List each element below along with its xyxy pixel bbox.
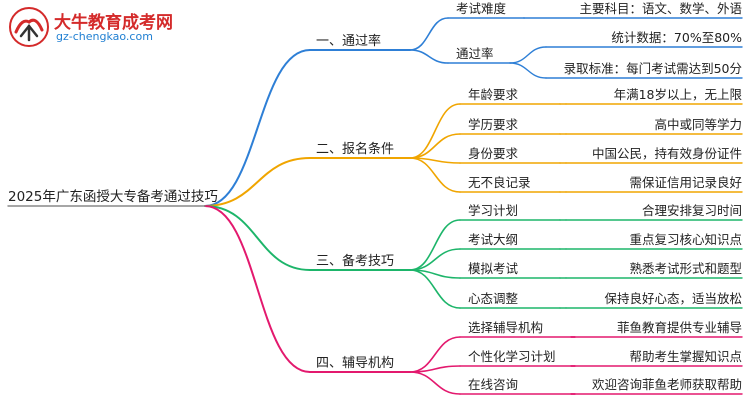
child-label: 身份要求: [468, 146, 519, 161]
child-label: 心态调整: [468, 291, 519, 306]
leaf-label: 保持良好心态，适当放松: [604, 291, 742, 306]
branch-connector: [204, 205, 311, 373]
child-connector: [409, 157, 461, 193]
leaf-label: 高中或同等学力: [654, 117, 742, 132]
child-connector: [409, 17, 449, 51]
child-label: 年龄要求: [468, 87, 519, 102]
child-connector: [409, 365, 461, 373]
leaf-label: 需保证信用记录良好: [629, 175, 742, 190]
child-label: 无不良记录: [468, 175, 531, 190]
leaf-label: 帮助考生掌握知识点: [629, 349, 742, 364]
leaf-connector: [509, 46, 547, 64]
child-label: 个性化学习计划: [468, 349, 556, 364]
leaf-label: 年满18岁以上，无上限: [614, 87, 743, 102]
leaf-label: 重点复习核心知识点: [629, 232, 742, 247]
branch-connector: [204, 205, 311, 271]
branch-label: 四、辅导机构: [316, 356, 394, 371]
leaf-label: 中国公民，持有效身份证件: [592, 146, 742, 161]
leaf-label: 合理安排复习时间: [642, 203, 742, 218]
leaf-label: 录取标准：每门考试需达到50分: [564, 61, 742, 76]
child-label: 模拟考试: [468, 261, 519, 276]
child-connector: [409, 269, 461, 309]
brand-title: 大牛教育成考网: [54, 13, 173, 33]
leaf-label: 统计数据：70%至80%: [611, 30, 742, 45]
leaf-label: 熟悉考试形式和题型: [629, 261, 742, 276]
root-topic: 2025年广东函授大专备考通过技巧: [8, 188, 218, 205]
leaf-label: 主要科目：语文、数学、外语: [579, 1, 742, 16]
child-label: 考试难度: [456, 1, 507, 16]
branch-connector: [204, 49, 311, 207]
child-connector: [409, 371, 461, 395]
branch-connector: [204, 157, 311, 207]
child-label: 选择辅导机构: [468, 320, 543, 335]
child-label: 通过率: [456, 46, 494, 61]
brand-url: gz-chengkao.com: [56, 30, 153, 43]
child-label: 学历要求: [468, 117, 519, 132]
child-connector: [409, 49, 449, 64]
branch-label: 三、备考技巧: [316, 253, 394, 269]
branch-label: 二、报名条件: [316, 141, 394, 157]
child-connector: [409, 219, 461, 271]
child-label: 学习计划: [468, 203, 518, 218]
child-connector: [409, 248, 461, 271]
leaf-label: 菲鱼教育提供专业辅导: [617, 320, 742, 335]
leaf-connector: [509, 62, 547, 79]
logo-emblem-icon: [9, 7, 49, 47]
brand-logo: 大牛教育成考网 gz-chengkao.com: [8, 6, 178, 50]
branch-label: 一、通过率: [316, 33, 381, 49]
child-connector: [409, 133, 461, 159]
child-label: 考试大纲: [468, 232, 518, 247]
leaf-label: 欢迎咨询菲鱼老师获取帮助: [592, 377, 742, 392]
child-connector: [409, 103, 461, 159]
child-label: 在线咨询: [468, 377, 518, 392]
